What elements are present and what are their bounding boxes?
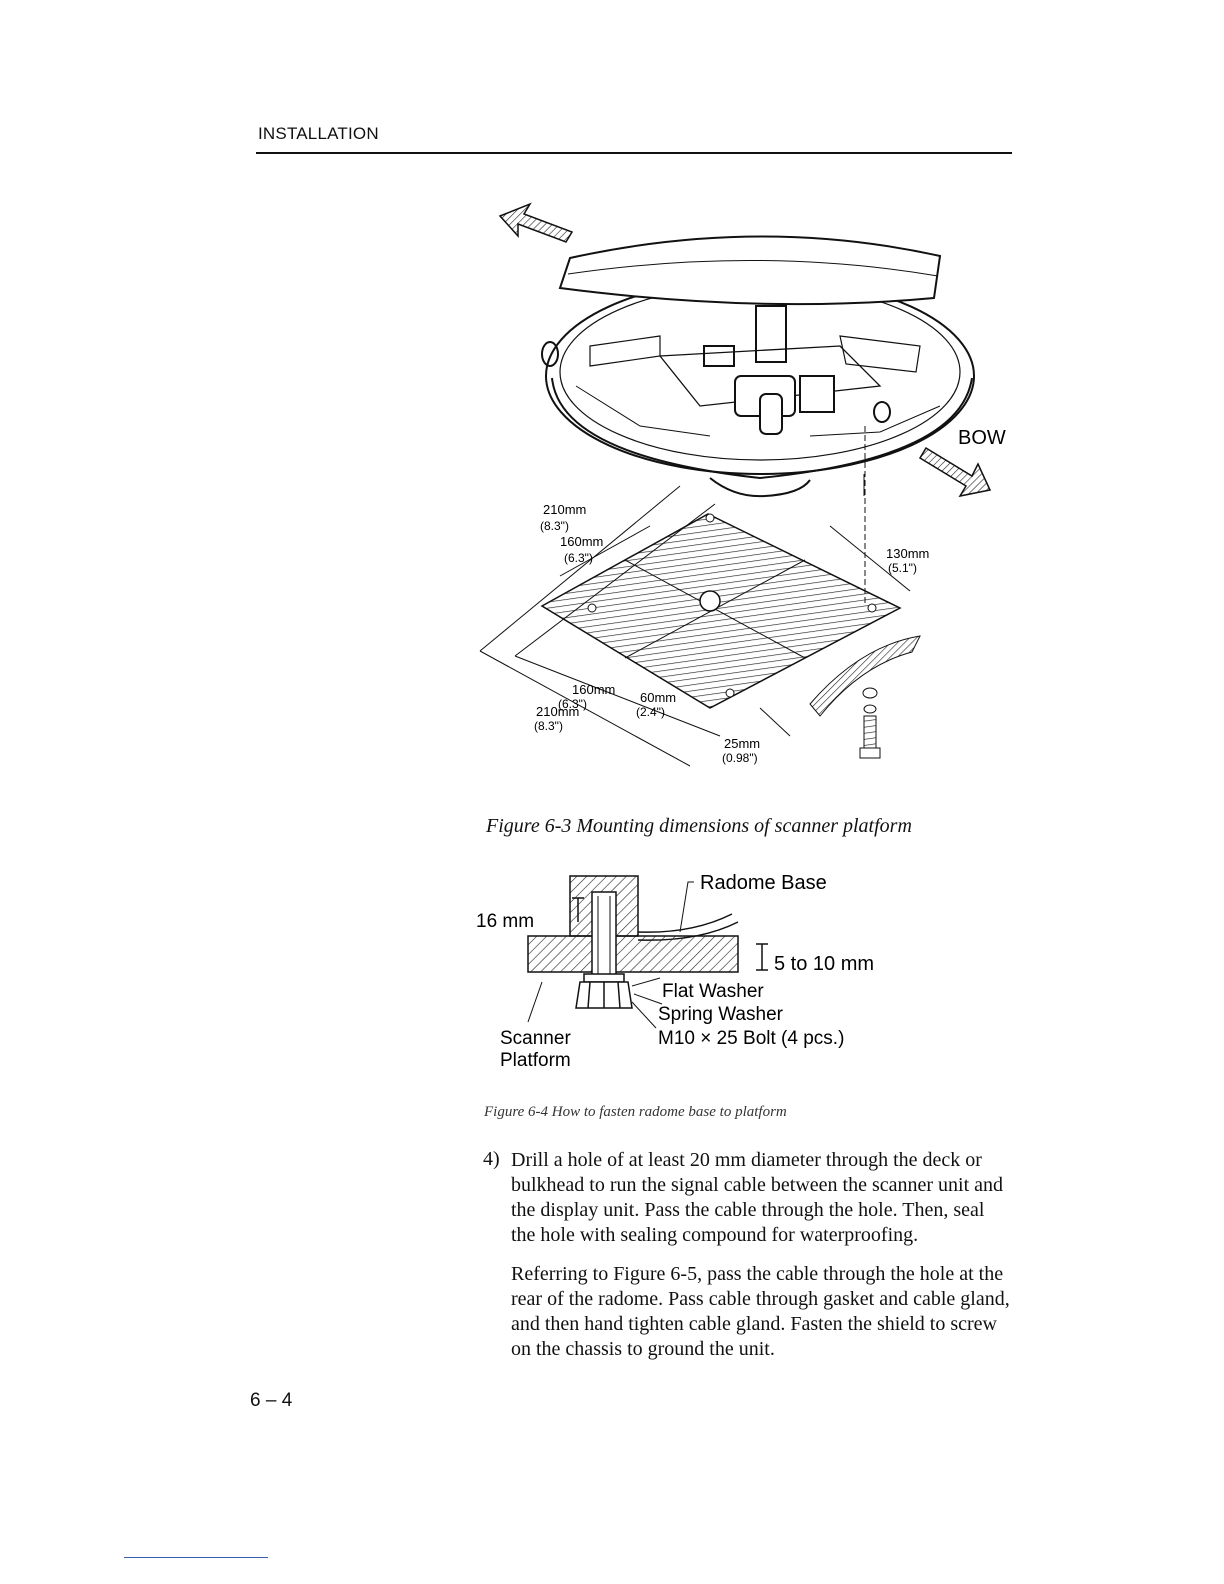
page-number: 6 – 4 [250,1390,293,1411]
dim-top-inner-in: (6.3") [564,551,593,565]
radome-unit [541,235,975,498]
label-flat-washer: Flat Washer [662,981,764,1002]
bow-label: BOW [958,427,1006,449]
dim-top-outer: 210mm [543,502,586,517]
label-scanner: Scanner [500,1028,571,1049]
dim-bot-inner-in: (6.3") [558,697,587,711]
step-4-number: 4) [483,1148,500,1170]
dim-right-height: 130mm [886,546,929,561]
label-radome-base: Radome Base [700,872,827,894]
label-spring-washer: Spring Washer [658,1004,784,1025]
figure-6-4-drawing: Radome Base 16 mm 5 to 10 mm Flat Washer… [476,872,874,1071]
dim-mid: 60mm [640,690,676,705]
dim-bot-outer: 210mm [536,704,579,719]
fastening-cross-section [527,875,768,1029]
footer-underline [124,1557,268,1558]
bow-arrow-icon [918,446,992,498]
header-rule [256,152,1012,154]
dim-bot-outer-in: (8.3") [534,719,563,733]
dim-bot-inner: 160mm [572,682,615,697]
dim-edge: 25mm [724,736,760,751]
label-thickness: 5 to 10 mm [774,953,874,975]
bolt-assembly-icon [809,635,921,759]
cable-instructions-paragraph: Referring to Figure 6-5, pass the cable … [511,1263,1010,1360]
dimension-lines [479,426,911,767]
figure-6-3-drawing: BOW 210mm (8.3") 160mm (6.3") 130mm (5.1… [479,202,1006,767]
dim-top-inner: 160mm [560,534,603,549]
dim-right-height-in: (5.1") [888,561,917,575]
figure-6-4-caption: Figure 6-4 How to fasten radome base to … [484,1104,787,1120]
label-bolt: M10 × 25 Bolt (4 pcs.) [658,1028,844,1049]
dim-edge-in: (0.98") [722,751,758,765]
step-4-text: Drill a hole of at least 20 mm diameter … [511,1149,1004,1246]
running-header: INSTALLATION [258,124,379,143]
label-depth: 16 mm [476,911,534,932]
dim-top-outer-in: (8.3") [540,519,569,533]
dim-mid-in: (2.4") [636,705,665,719]
figure-6-3-caption: Figure 6-3 Mounting dimensions of scanne… [486,815,912,837]
label-platform: Platform [500,1050,571,1071]
stern-arrow-icon [498,202,574,243]
scanner-platform [540,513,902,709]
